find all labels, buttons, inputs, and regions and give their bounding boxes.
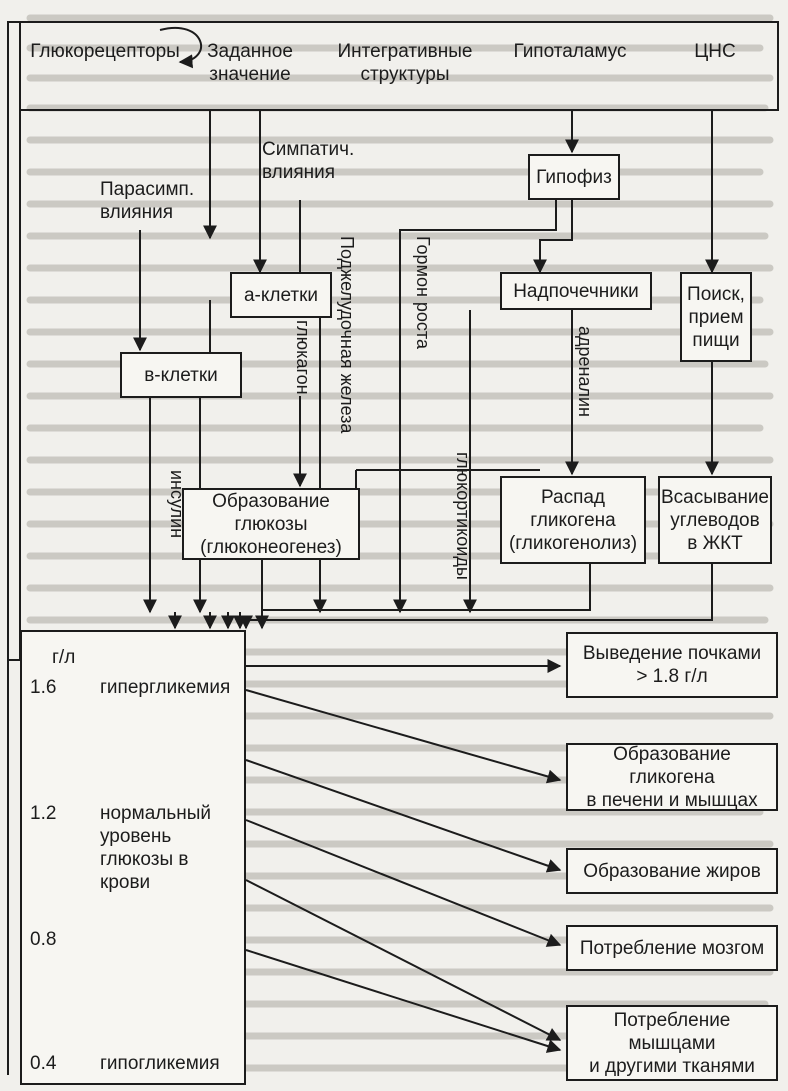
hypothalamus-label: Гипоталамус	[513, 41, 627, 62]
fat-formation-box: Образование жиров	[566, 848, 778, 894]
pituitary-box: Гипофиз	[528, 154, 620, 200]
blood-glucose-scale: г/л 1.6 гипергликемия 1.2 нормальный уро…	[20, 630, 246, 1085]
kidney-excretion-box: Выведение почками > 1.8 г/л	[566, 632, 778, 698]
scale-value-1-2: 1.2	[30, 802, 57, 825]
brain-consumption-box: Потребление мозгом	[566, 925, 778, 971]
muscle-consumption-box: Потребление мышцами и другими тканями	[566, 1005, 778, 1081]
normal-level-label: нормальный уровень глюкозы в крови	[100, 802, 212, 894]
parasympathetic-label: Парасимп. влияния	[100, 179, 195, 223]
alpha-cells-box: а-клетки	[230, 272, 332, 318]
sympathetic-label: Симпатич. влияния	[262, 139, 355, 183]
pancreas-label: Поджелудочная железа	[337, 236, 357, 434]
glucoreceptors-label: Глюкорецепторы	[30, 41, 180, 62]
setpoint-label: Заданное значение	[207, 41, 293, 85]
glycogenolysis-box: Распад гликогена (гликогенолиз)	[500, 476, 646, 564]
absorption-box: Всасывание углеводов в ЖКТ	[658, 476, 772, 564]
scale-value-0-4: 0.4	[30, 1052, 57, 1075]
integrative-structures-label: Интегративные структуры	[337, 41, 473, 85]
adrenal-glands-box: Надпочечники	[500, 272, 652, 310]
glucocorticoids-label: глюкортикоиды	[453, 452, 473, 580]
scale-unit: г/л	[52, 646, 76, 669]
food-search-box: Поиск, прием пищи	[680, 272, 752, 362]
growth-hormone-label: Гормон роста	[413, 236, 433, 349]
adrenaline-label: адреналин	[575, 326, 595, 417]
glucagon-label: глюкагон	[293, 320, 313, 395]
hyperglycemia-label: гипергликемия	[100, 676, 231, 699]
cns-label: ЦНС	[694, 41, 736, 62]
glycogen-formation-box: Образование гликогена в печени и мышцах	[566, 743, 778, 811]
beta-cells-box: в-клетки	[120, 352, 242, 398]
gluconeogenesis-box: Образование глюкозы (глюконеогенез)	[182, 488, 360, 560]
scale-value-1-6: 1.6	[30, 676, 57, 699]
scale-value-0-8: 0.8	[30, 928, 57, 951]
hypoglycemia-label: гипогликемия	[100, 1052, 220, 1075]
